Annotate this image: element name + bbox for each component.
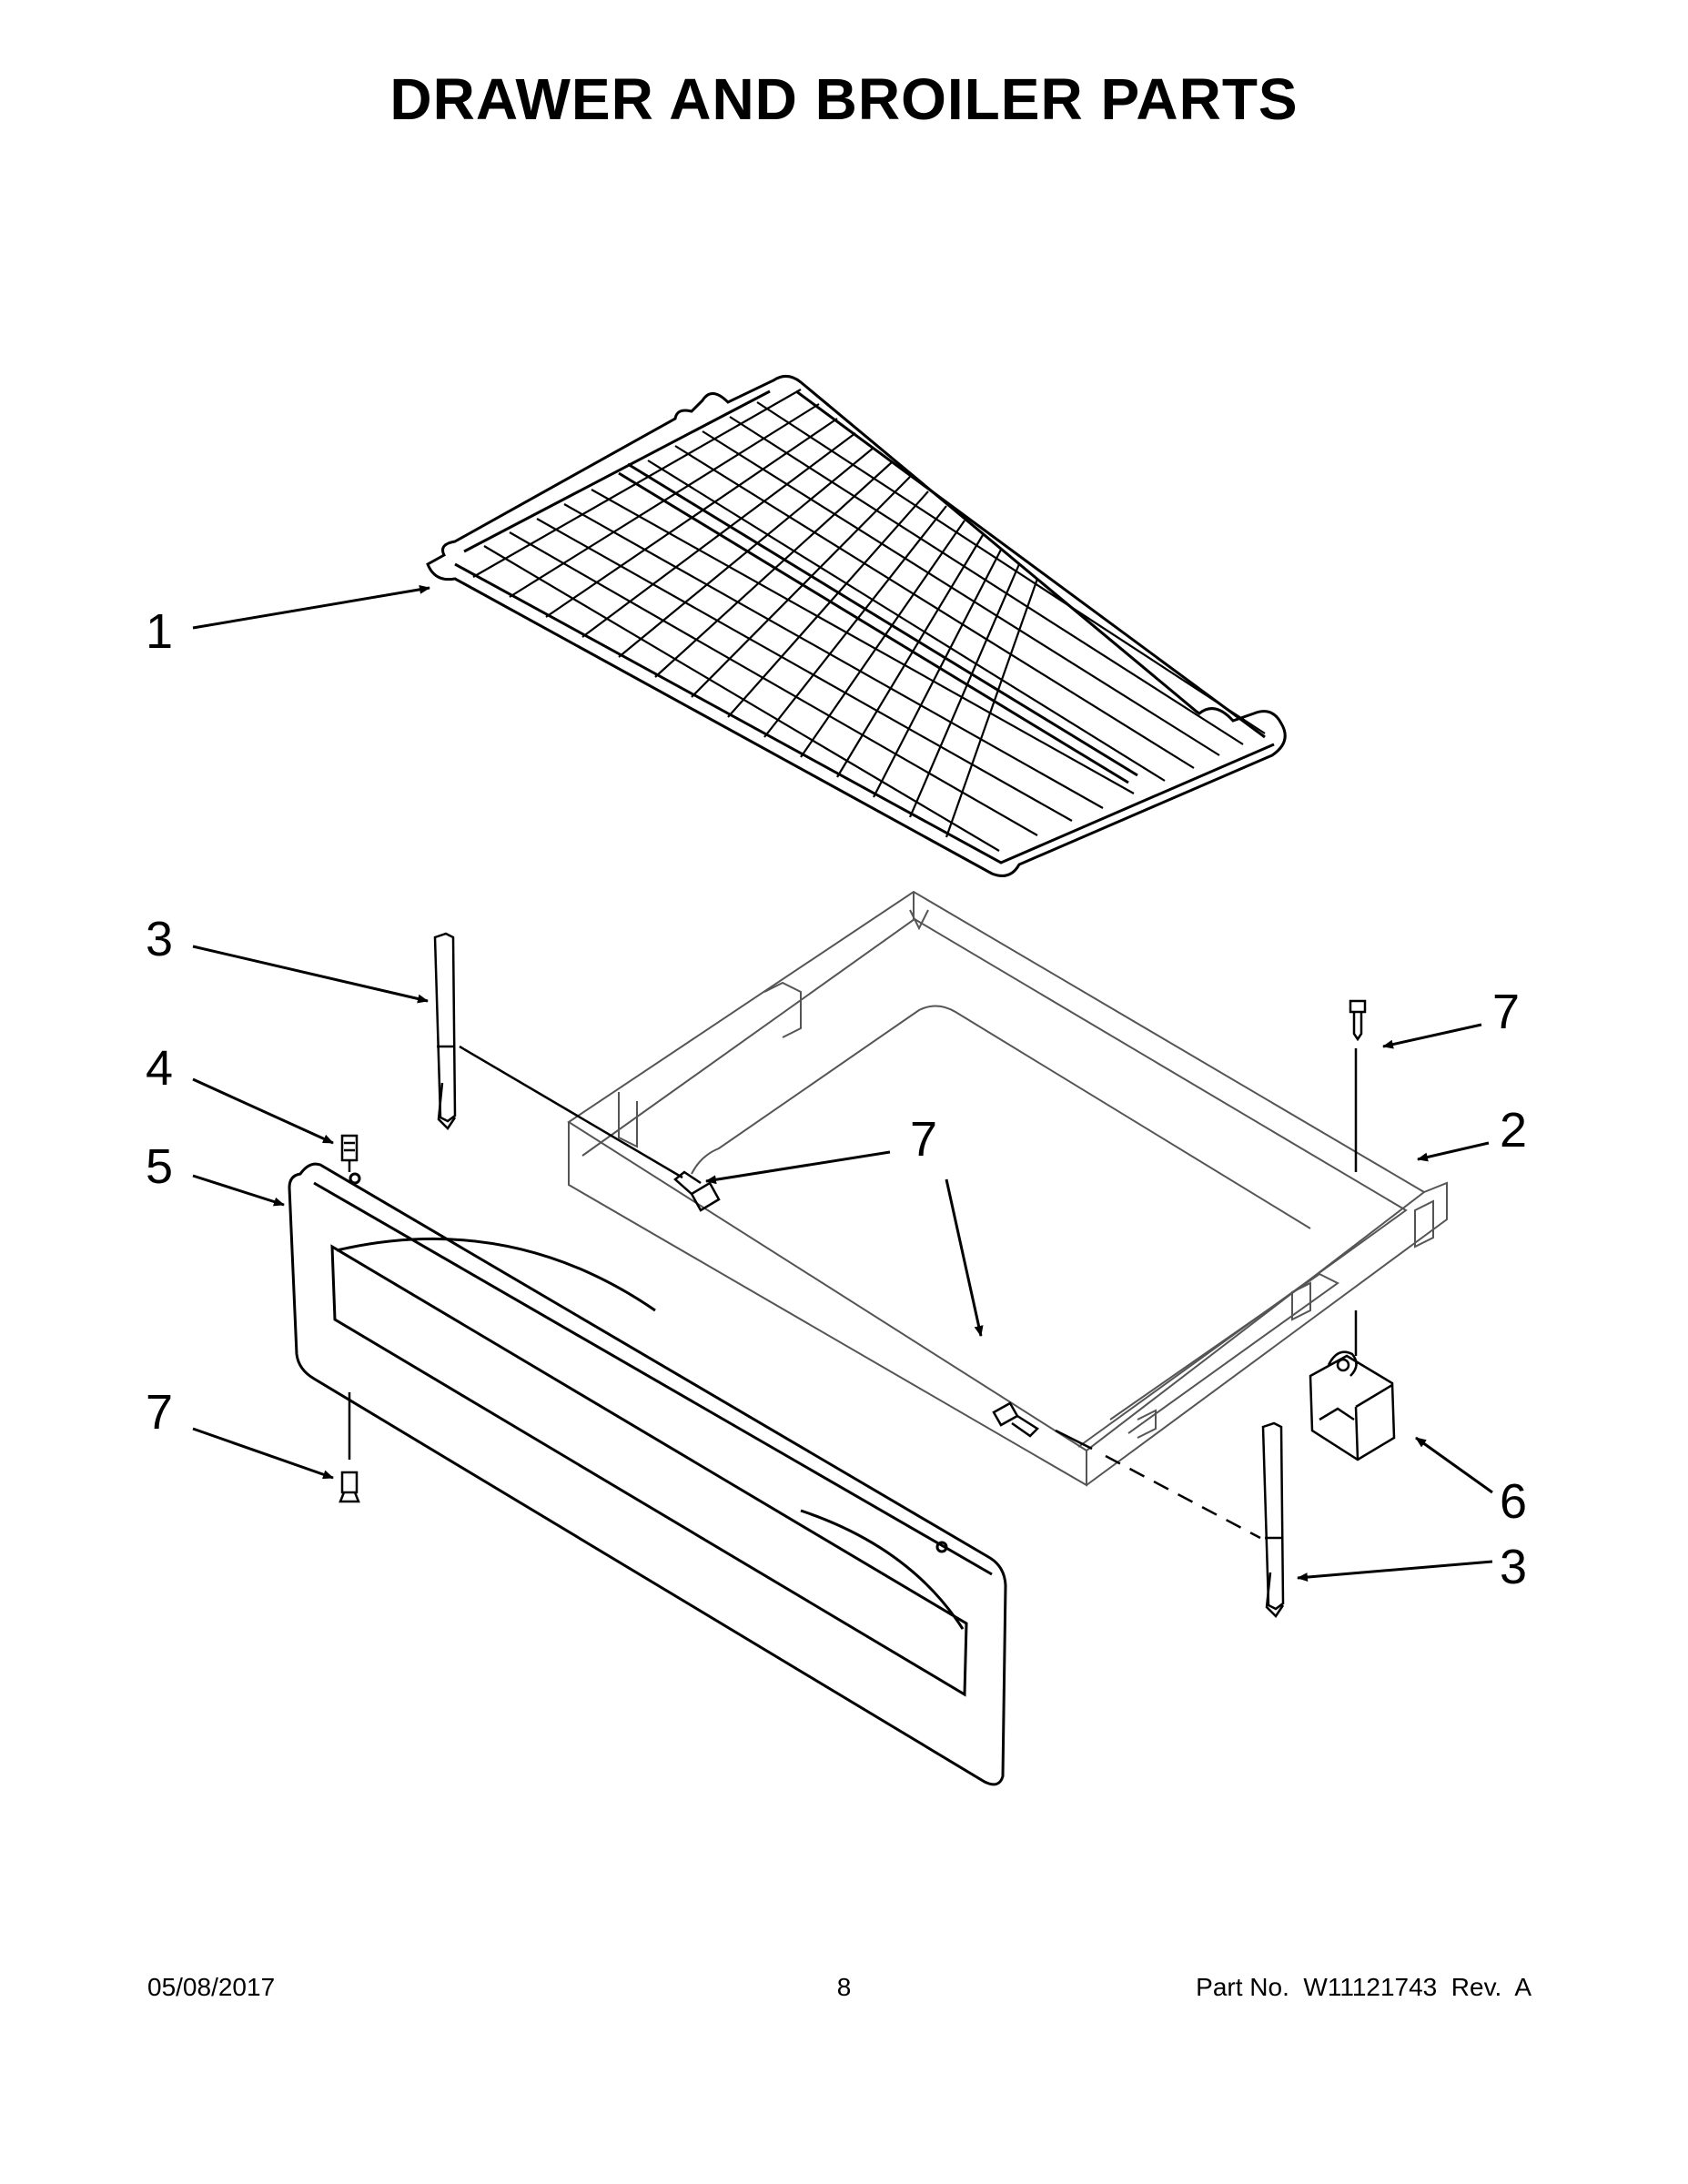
callout-1: 1 [146, 604, 173, 659]
footer-part-number: Part No. W11121743 Rev. A [1196, 1973, 1531, 2001]
drawer-glide-right-part [1261, 1421, 1285, 1618]
screw-part-lower [992, 1401, 1261, 1540]
oven-rack-part [426, 375, 1287, 877]
bracket-part [1309, 1310, 1396, 1461]
callout-7-center: 7 [910, 1112, 937, 1167]
drawer-front-panel-part [288, 1162, 1007, 1786]
callout-2: 2 [1500, 1103, 1527, 1158]
footer-page-number: 8 [836, 1973, 852, 2001]
drawer-body-part [567, 890, 1448, 1487]
leader-lines [192, 584, 1493, 1582]
callout-6: 6 [1500, 1474, 1527, 1529]
screw-part-top-right [1349, 999, 1367, 1172]
callout-3-left: 3 [146, 912, 173, 966]
callout-5: 5 [146, 1139, 173, 1194]
screw-part-center [459, 1045, 721, 1212]
stud-part [340, 1134, 359, 1172]
callout-3-right: 3 [1500, 1540, 1527, 1594]
screw-part-left [339, 1392, 360, 1503]
callout-7-right: 7 [1492, 985, 1520, 1039]
page-title: DRAWER AND BROILER PARTS [389, 66, 1299, 132]
callout-4: 4 [146, 1041, 173, 1096]
footer-date: 05/08/2017 [147, 1973, 276, 2001]
drawer-glide-left-part [433, 932, 457, 1130]
callout-7-left: 7 [146, 1385, 173, 1440]
